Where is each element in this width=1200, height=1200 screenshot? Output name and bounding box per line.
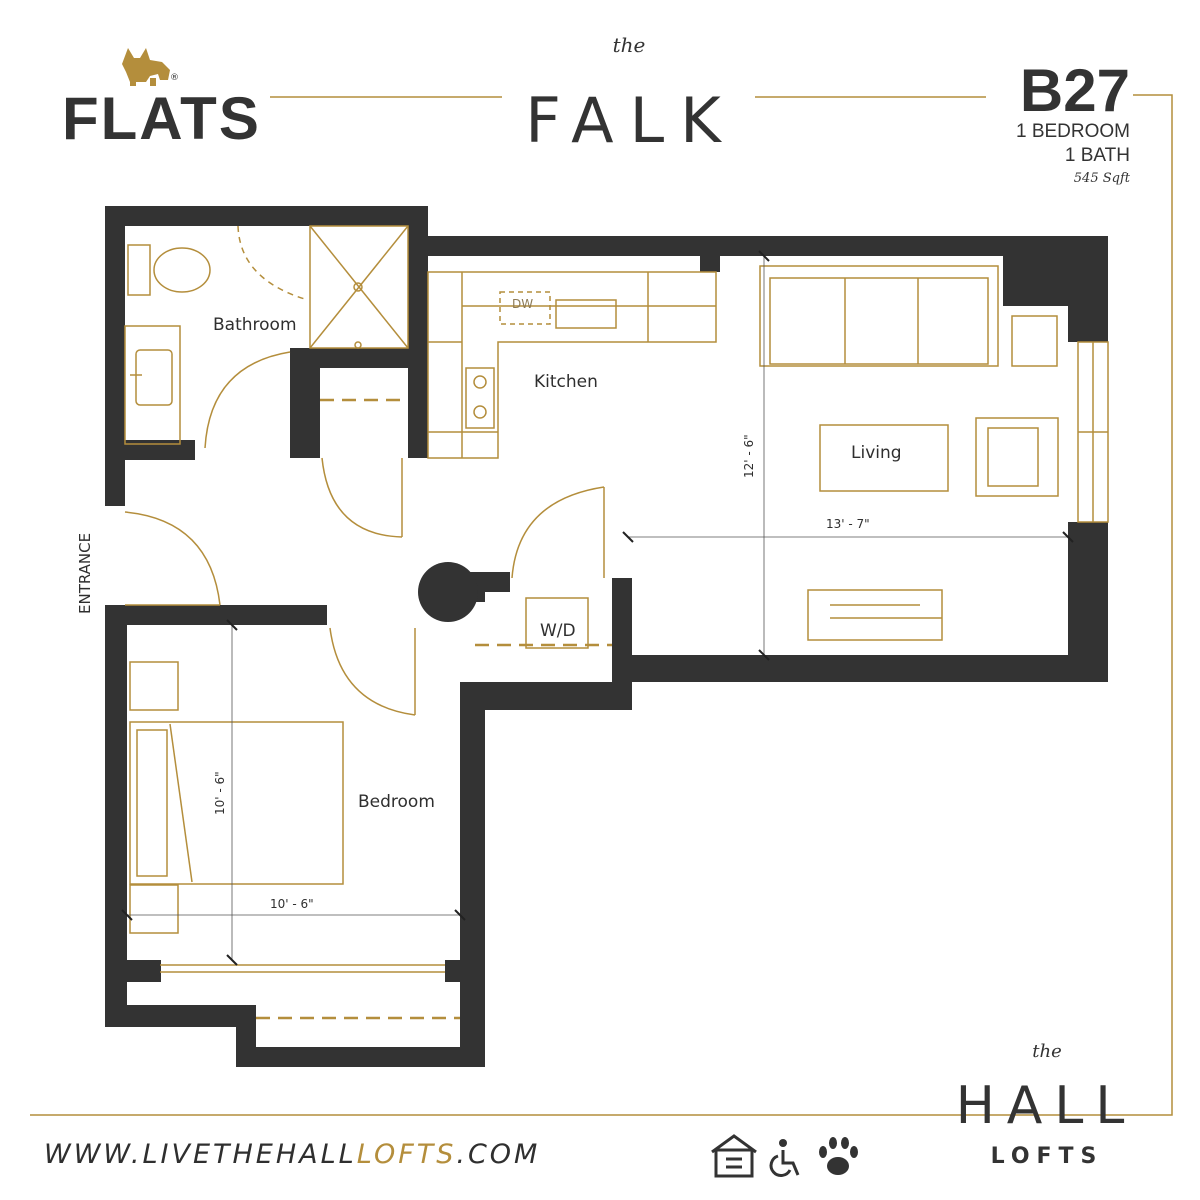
wall-closet-mid	[310, 368, 320, 458]
bath-dashed-arc	[237, 225, 309, 301]
wall-living-bottom	[612, 655, 1108, 682]
bed-icon	[129, 721, 344, 885]
sofa-icon	[759, 265, 999, 367]
dimension-labels: 12' - 6" 13' - 7" 10' - 6" 10' - 6"	[213, 434, 870, 911]
accessibility-icon	[769, 1139, 800, 1178]
wall-wd-bottom	[465, 682, 632, 710]
community-prefix: the	[1032, 1041, 1061, 1062]
washer-dryer-icon	[525, 597, 589, 649]
label-kitchen: Kitchen	[534, 372, 598, 392]
label-bedroom: Bedroom	[358, 792, 435, 812]
coffee-table	[819, 424, 949, 492]
dim-bedroom-height: 10' - 6"	[213, 771, 227, 815]
nightstand-top	[129, 661, 179, 711]
label-entrance: ENTRANCE	[76, 533, 94, 614]
nightstand-bottom	[129, 884, 179, 934]
entrance-door-swing	[124, 511, 221, 606]
wall-bath-divider	[290, 348, 310, 458]
dim-living-width: 13' - 7"	[826, 517, 870, 531]
community-name: HALL	[956, 1076, 1137, 1136]
label-dishwasher: DW	[512, 297, 533, 311]
label-living: Living	[851, 443, 902, 463]
bathroom-sink-icon	[124, 325, 181, 445]
toilet-icon	[127, 244, 211, 296]
stove-icon	[465, 367, 495, 429]
page-border-right	[910, 94, 1173, 1116]
laundry-door-swing	[511, 486, 605, 579]
closet-door-swing	[321, 457, 403, 538]
wall-bath-top	[105, 206, 428, 226]
wall-closet-right	[408, 368, 428, 458]
flats-logo: ® FLATS	[62, 48, 261, 152]
website-highlight: LOFTS	[357, 1139, 457, 1170]
equal-housing-icon	[711, 1134, 757, 1178]
community-sub: LOFTS	[991, 1144, 1104, 1169]
unit-bedrooms: 1 BEDROOM	[1016, 121, 1130, 142]
wall-bedroom-top	[105, 605, 327, 625]
shower-icon	[309, 225, 409, 349]
french-bulldog-icon	[122, 48, 170, 86]
building-prefix: the	[613, 33, 646, 57]
walls	[105, 206, 1108, 1067]
wall-bath-bottom-left	[105, 440, 195, 460]
website-suffix: .COM	[456, 1139, 540, 1170]
registered-mark: ®	[170, 73, 179, 83]
fixtures	[124, 225, 1109, 1020]
wall-bath-right-upper	[408, 206, 428, 348]
armchair-icon	[975, 417, 1059, 497]
wall-closet-top	[290, 348, 428, 368]
side-table	[1011, 315, 1058, 367]
dimension-lines	[121, 250, 1074, 966]
pet-friendly-icon	[819, 1137, 858, 1175]
wall-living-corner-block	[1003, 236, 1068, 306]
unit-baths: 1 BATH	[1065, 145, 1130, 166]
unit-code: B27	[1020, 57, 1130, 124]
wall-bedroom-closet-left	[127, 960, 161, 982]
bedroom-door-swing	[329, 627, 416, 716]
tv-console-icon	[807, 589, 943, 641]
website-prefix: WWW.LIVETHEHALL	[44, 1139, 357, 1170]
label-bathroom: Bathroom	[213, 315, 297, 335]
dim-living-height: 12' - 6"	[742, 434, 756, 478]
label-washer-dryer: W/D	[540, 621, 576, 641]
dishwasher-icon	[499, 291, 551, 325]
wall-top-main	[408, 236, 1108, 256]
window-living	[1077, 341, 1109, 523]
wall-bedroom-closet-right	[445, 960, 460, 982]
dim-bedroom-width: 10' - 6"	[270, 897, 314, 911]
website-link[interactable]: WWW.LIVETHEHALLLOFTS.COM	[44, 1139, 540, 1170]
wall-balcony-left	[105, 1005, 255, 1027]
room-labels: Bathroom Kitchen Living Bedroom W/D DW E…	[76, 297, 902, 812]
wall-kitchen-step	[700, 250, 720, 272]
wall-living-right-upper	[1068, 236, 1108, 342]
wall-bedroom-left	[105, 605, 127, 1025]
column-hall	[418, 562, 478, 622]
kitchen-counters	[427, 271, 717, 459]
building-name: FALK	[525, 84, 737, 157]
hall-lofts-logo: the HALL LOFTS	[956, 1041, 1137, 1169]
wall-bedroom-right	[460, 682, 485, 1067]
bathroom-door-swing	[204, 351, 291, 449]
wall-bath-left	[105, 206, 125, 506]
flats-logo-text: FLATS	[62, 85, 261, 152]
unit-area: 545 Sqft	[1074, 171, 1131, 186]
wall-balcony-bottom	[236, 1047, 485, 1067]
wall-wd-right	[612, 578, 632, 682]
unit-info: B27 1 BEDROOM 1 BATH 545 Sqft	[1016, 57, 1131, 186]
